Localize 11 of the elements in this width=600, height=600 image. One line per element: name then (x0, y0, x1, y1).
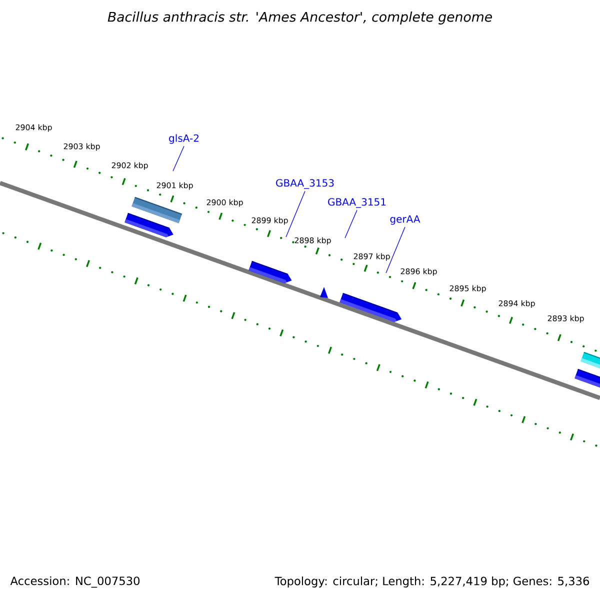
gene-label: glsA-2 (169, 134, 198, 144)
accession-text: Accession: NC_007530 (10, 576, 140, 588)
summary-text: Topology: circular; Length: 5,227,419 bp; Genes: 5,336 (274, 576, 590, 588)
gene-label: GBAA_3153 (276, 179, 334, 189)
leader-line (172, 146, 184, 172)
leader-line (386, 226, 406, 274)
gene-label: GBAA_3151 (328, 198, 386, 208)
leader-line (286, 190, 306, 238)
leader-line (344, 210, 358, 238)
gene-label: gerAA (390, 215, 420, 225)
title: Bacillus anthracis str. 'Ames Ancestor', complete genome (108, 12, 492, 24)
